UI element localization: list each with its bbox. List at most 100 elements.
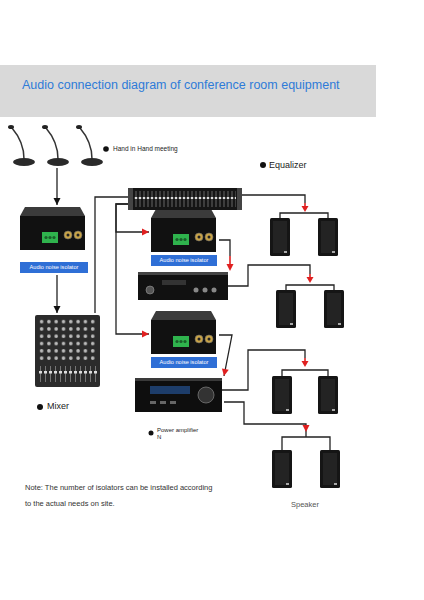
gooseneck [12,128,24,159]
receiver-knob [198,387,214,403]
arrow-head [54,198,61,205]
wire [282,370,328,376]
wire [219,240,230,256]
isolator-device [151,209,216,252]
rack-ear [128,188,133,210]
isolator: Audio noise isolator [18,205,90,275]
receiver-button [160,401,166,404]
rack-ear [237,188,242,210]
arrow-head [307,277,314,283]
amplifier-top [138,272,228,275]
gooseneck [80,128,92,159]
connector-line [56,168,57,205]
arrow-head [142,331,149,338]
amplifier-knob [146,286,154,294]
microphone-group: Hand in Hand meeting [8,122,112,168]
mic-head [76,125,82,129]
wire [286,285,334,290]
amplifier-knob [203,288,208,293]
isolator: Audio noise isolator [149,309,219,369]
node-label: Speaker [291,500,319,509]
node-label: Equalizer [269,160,307,170]
mic-base [81,158,103,166]
connector [54,168,61,205]
microphones [8,125,103,166]
arrow-head [222,368,229,376]
mixer-knobs [38,318,97,362]
bullet [149,431,154,436]
connector-line [116,204,149,334]
mic-base [47,158,69,166]
connector [54,275,61,313]
isolator-device [20,207,85,250]
receiver-button [170,401,176,404]
node-label: Power amplifier N [157,427,199,441]
connector [116,204,149,236]
red-arrows [227,203,314,367]
receiver-button [150,401,156,404]
speaker-cabinet [324,290,344,328]
amplifier-body [138,272,228,300]
arrow-head [302,206,309,212]
connector [219,335,232,376]
wires [219,195,334,450]
speaker-cabinet [320,450,340,488]
node-label: Audio noise isolator [20,262,88,273]
equalizer-sliders [134,188,236,210]
wire [282,437,330,450]
mixer-device [35,315,100,387]
amplifier-knob [194,288,199,293]
note-text: Note: The number of isolators can be ins… [25,480,220,512]
connector [95,197,128,313]
speaker-cabinet [318,376,338,414]
bullet [103,146,109,152]
node-label: Audio noise isolator [151,255,217,266]
connector-line [95,197,128,313]
diagram-title: Audio connection diagram of conference r… [22,78,340,92]
receiver-body [135,378,222,412]
mixer: Mixer [33,313,102,389]
arrow-shaft [229,256,231,265]
equalizer-device [128,188,242,210]
connector [116,204,149,338]
speaker-cabinet [272,376,292,414]
wire [280,213,328,218]
mic-head [42,125,48,129]
mic-head [8,125,14,129]
bullet [260,162,266,168]
amplifier-display [162,280,186,285]
gooseneck [46,128,58,159]
speaker-cabinet [318,218,338,256]
title-band [0,65,376,117]
connector-line [219,335,232,376]
mic-base [13,158,35,166]
wire [228,265,310,286]
node-label: Mixer [47,401,69,411]
arrow-head [302,361,309,367]
amplifier-knob [212,288,217,293]
speaker-pair: Speaker [268,432,344,490]
arrow-head [227,264,234,271]
connector-line [56,275,57,313]
receiver-display [150,386,190,394]
wire [242,195,305,203]
arrow-head [54,306,61,313]
receiver-top [135,378,222,381]
power-amplifier: Power amplifier N [133,376,224,414]
wire [305,432,306,437]
isolator: Audio noise isolator [149,207,219,267]
amplifier-device [138,272,228,300]
mixer-faders [38,364,97,384]
receiver-device [135,378,222,412]
speaker-cabinet [270,218,290,256]
mixer-body [35,315,100,387]
arrow-head [303,425,310,432]
connector [224,402,310,432]
speaker-cabinet [272,450,292,488]
isolator-device [151,311,216,354]
speaker-cabinet [276,290,296,328]
equalizer-body [128,188,242,210]
arrow-head [142,229,149,236]
connector-line [224,402,306,432]
